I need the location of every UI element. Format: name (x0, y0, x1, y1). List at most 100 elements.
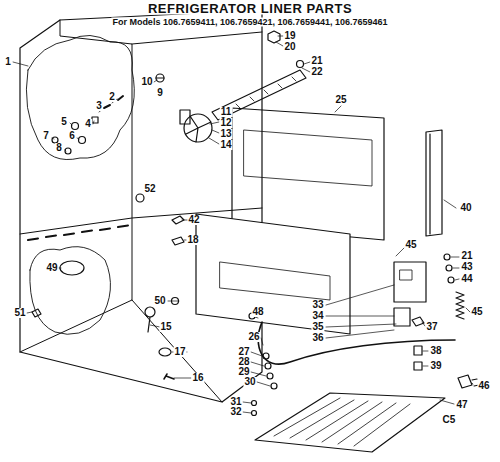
callout-number: 52 (143, 184, 156, 194)
tray-slots (274, 398, 410, 446)
screw-slot (156, 77, 164, 78)
part (263, 353, 269, 359)
callout-number: 18 (186, 235, 199, 245)
control-knob (400, 270, 412, 280)
grommet (159, 348, 171, 356)
callout-number: 42 (187, 215, 200, 225)
grommet (136, 194, 144, 202)
callout-number: 12 (219, 118, 232, 128)
spring (456, 292, 464, 319)
clip (32, 309, 41, 317)
callout-number: 33 (311, 300, 324, 310)
callout-number: 30 (243, 377, 256, 387)
callout-number: 31 (229, 397, 242, 407)
callout-number: C5 (442, 415, 457, 425)
callout-number: 13 (219, 129, 232, 139)
screw (79, 137, 86, 144)
trim-bar (426, 130, 442, 236)
callout-number: 5 (60, 117, 68, 127)
callout-number: 28 (237, 357, 250, 367)
callout-number: 36 (311, 333, 324, 343)
callout-number: 46 (477, 381, 490, 391)
clip (92, 117, 98, 123)
leader-lines (13, 36, 473, 413)
callout-number: 38 (429, 346, 442, 356)
callout-number: 3 (95, 101, 103, 111)
screw (297, 61, 304, 68)
bulb (145, 307, 155, 317)
divider-slots (28, 226, 128, 241)
callout-number: 40 (459, 203, 472, 213)
bracket (172, 237, 184, 245)
callout-number: 49 (45, 263, 58, 273)
title: REFRIGERATOR LINER PARTS (147, 2, 353, 15)
callout-number: 37 (425, 322, 438, 332)
cutout-lower (30, 247, 111, 335)
callout-number: 45 (404, 240, 417, 250)
liner-inner-edge (20, 20, 262, 402)
callout-number: 45 (470, 307, 483, 317)
part (267, 373, 273, 379)
callout-number: 34 (311, 311, 324, 321)
callout-number: 43 (460, 262, 473, 272)
callout-number: 51 (13, 308, 26, 318)
callout-number: 8 (55, 143, 63, 153)
part (265, 363, 271, 369)
callout-number: 11 (220, 107, 233, 117)
callout-number: 35 (311, 322, 324, 332)
control-box (394, 262, 426, 302)
callout-number: 4 (84, 119, 92, 129)
callout-number: 32 (229, 407, 242, 417)
part (252, 411, 257, 416)
callout-number: 6 (68, 131, 76, 141)
callout-number: 16 (191, 373, 204, 383)
bulb-stem (148, 317, 150, 332)
callout-number: 27 (237, 347, 250, 357)
block (268, 31, 280, 43)
callout-number: 19 (283, 31, 296, 41)
control-plate (394, 308, 410, 326)
callout-number: 22 (310, 67, 323, 77)
evaporator-cover (232, 108, 384, 240)
clip (412, 317, 424, 326)
panel-opening (220, 262, 330, 300)
cutout-upper (26, 35, 134, 159)
model-list: For Models 106.7659411, 106.7659421, 106… (111, 18, 388, 27)
screw (65, 148, 71, 154)
callout-number: 9 (156, 88, 164, 98)
screw (448, 277, 454, 283)
callout-number: 26 (247, 332, 260, 342)
callout-number: 39 (429, 361, 442, 371)
callout-number: 21 (310, 56, 323, 66)
callout-number: 2 (108, 92, 116, 102)
callout-number: 50 (153, 296, 166, 306)
callout-number: 25 (334, 95, 347, 105)
screw (446, 265, 452, 271)
screw (444, 254, 450, 260)
callout-number: 14 (219, 140, 232, 150)
callout-number: 1 (4, 57, 12, 67)
fan (184, 114, 212, 142)
tray (255, 393, 445, 452)
part (271, 383, 277, 389)
screw (164, 374, 174, 379)
cover-recess (244, 130, 372, 186)
liner-outline (20, 10, 262, 402)
callout-number: 29 (237, 367, 250, 377)
callout-number: 15 (159, 322, 172, 332)
screw (72, 123, 79, 130)
callout-number: 10 (140, 77, 153, 87)
cord (258, 322, 455, 364)
callout-number: 21 (460, 251, 473, 261)
callout-number: 48 (251, 307, 264, 317)
plug-button (60, 261, 84, 275)
callout-number: 44 (460, 274, 473, 284)
callout-number: 7 (42, 131, 50, 141)
connector (414, 346, 422, 355)
part (252, 401, 257, 406)
screw (156, 74, 164, 82)
plug (458, 375, 479, 388)
callout-number: 20 (283, 42, 296, 52)
